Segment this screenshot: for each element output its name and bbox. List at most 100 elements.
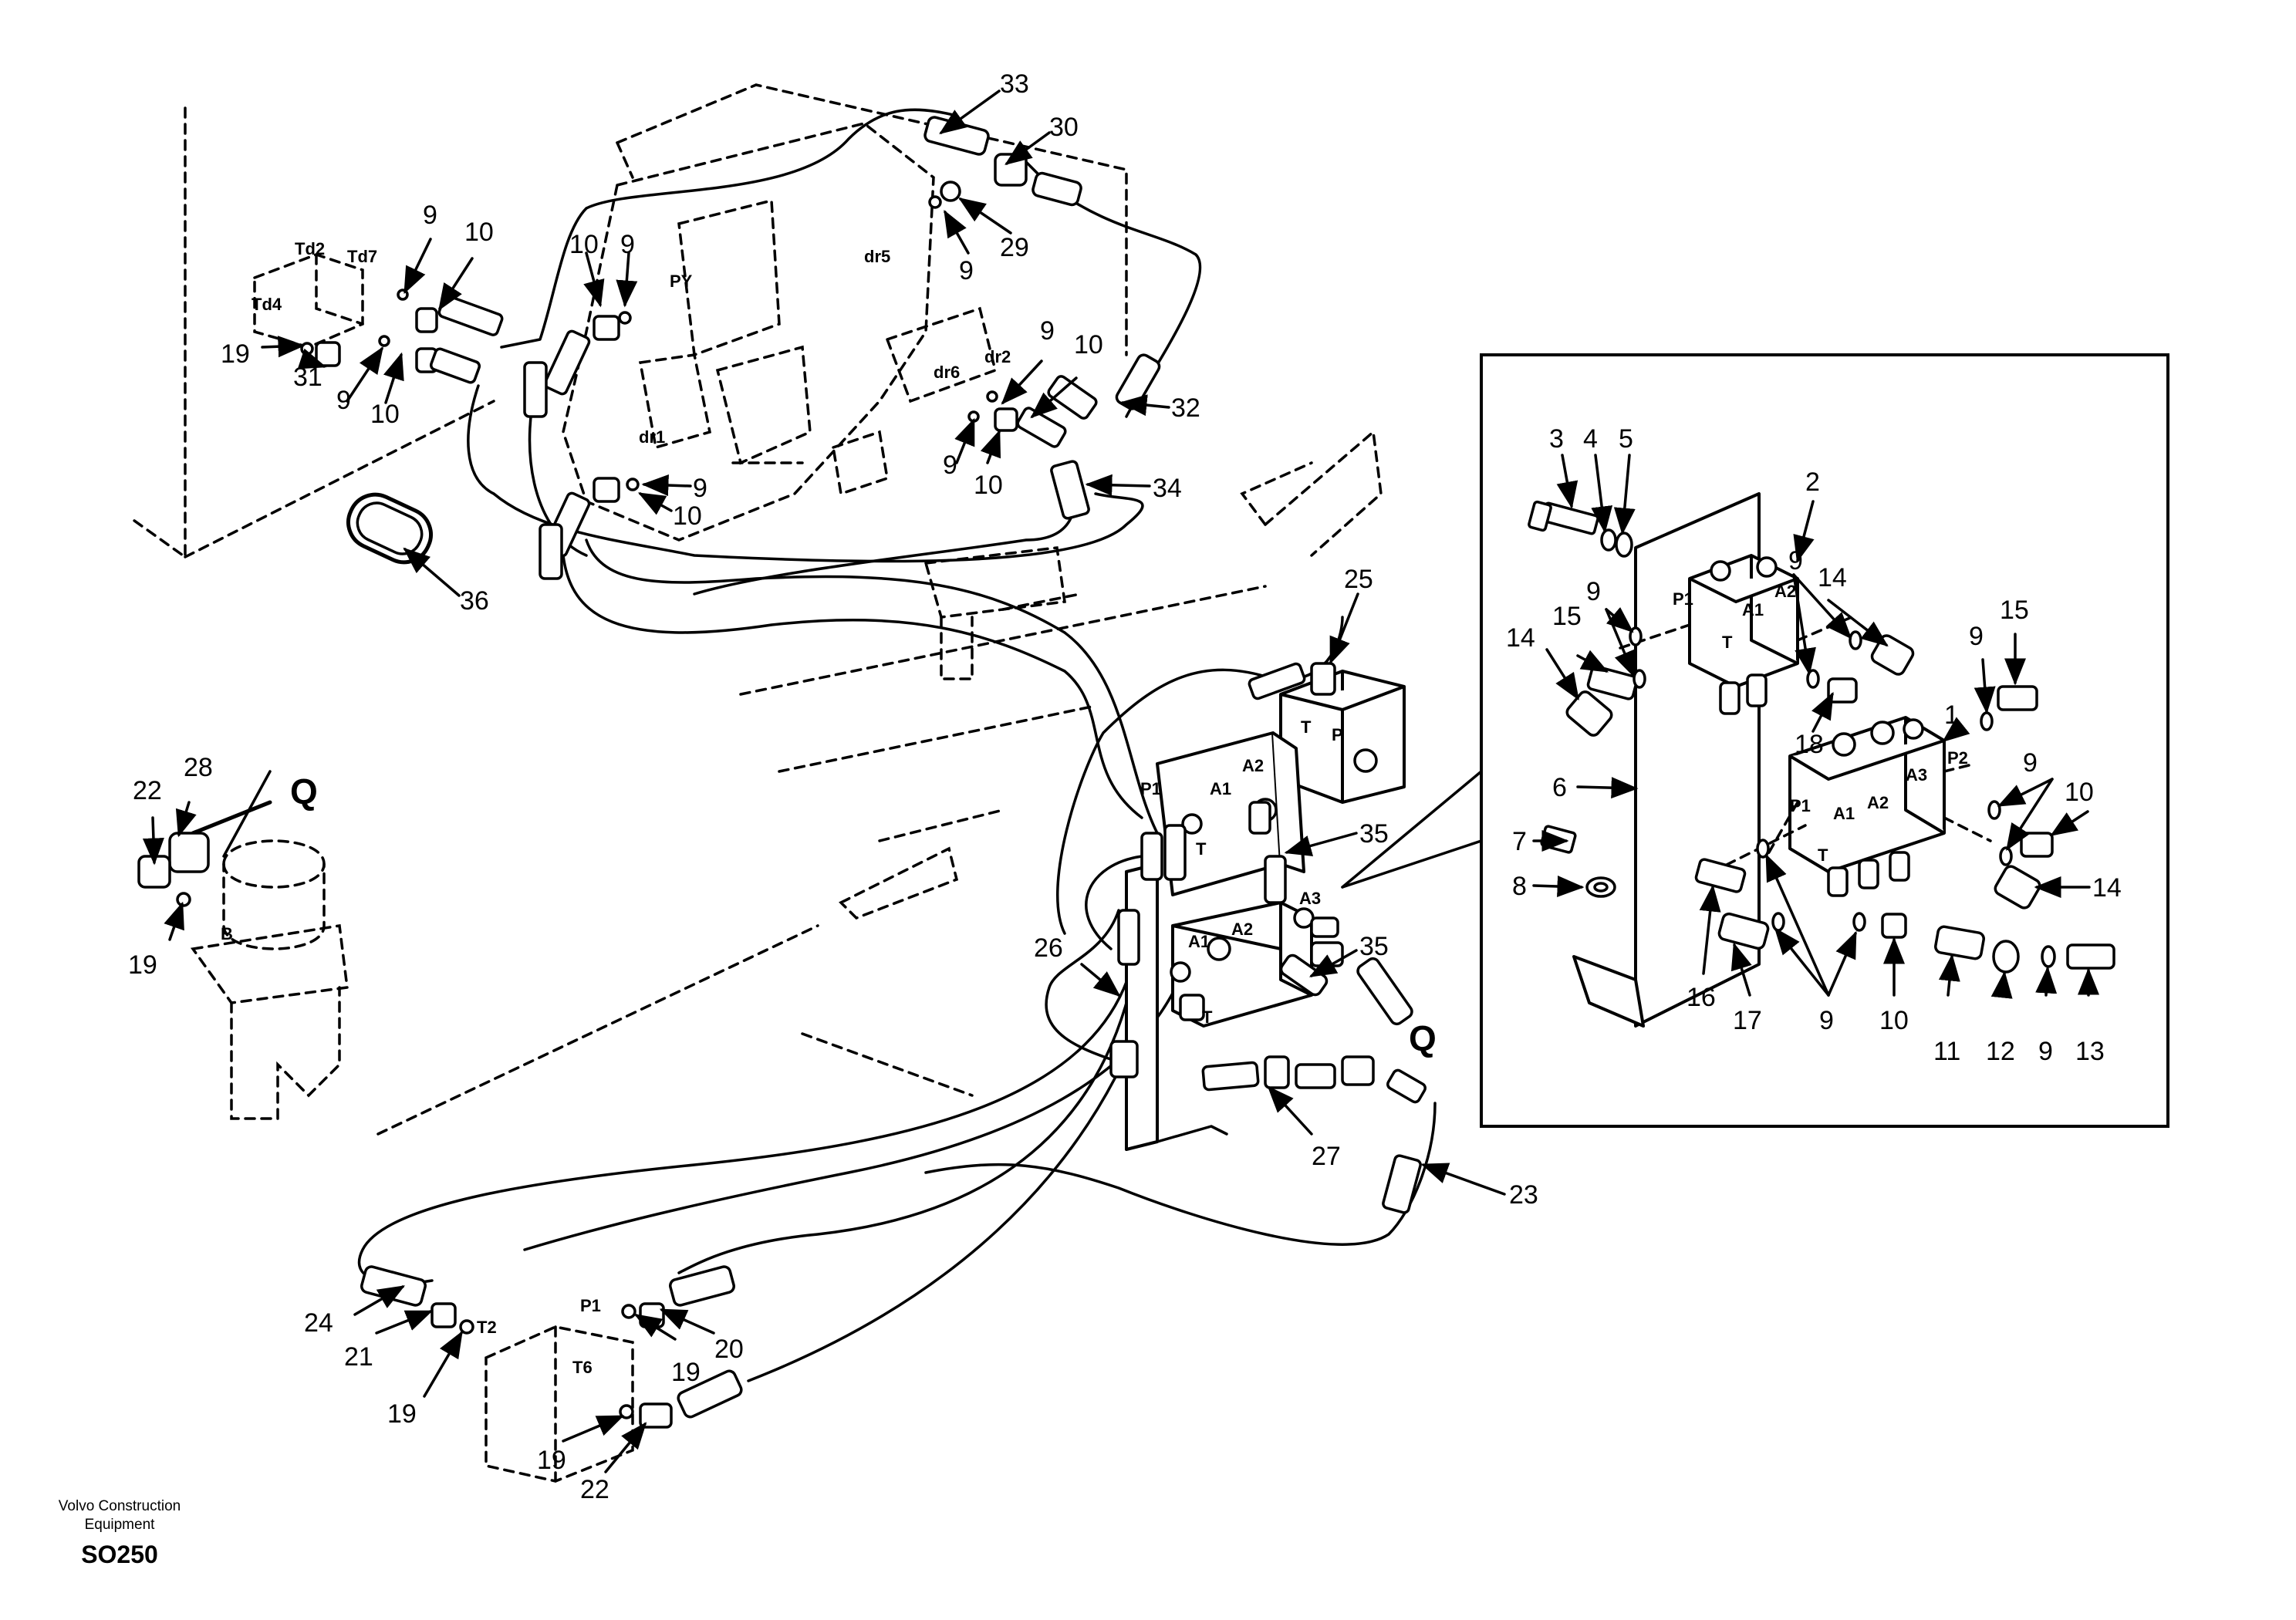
port-label-t-inset-upper: T [1722,633,1733,652]
pilot-valve-q [137,770,349,1120]
part-label-15: 15 [1552,602,1582,631]
part-label-9: 9 [943,451,957,480]
company-name-line1: Volvo Construction [59,1498,181,1514]
part-label-33: 33 [1000,69,1029,99]
port-label-a2-inset-lower: A2 [1867,793,1889,812]
part-label-9: 9 [2038,1037,2053,1066]
port-label-a2-low: A2 [1231,920,1253,939]
part-label-29: 29 [1000,233,1029,262]
drawing-code: SO250 [81,1541,158,1568]
port-label-a1-inset-upper: A1 [1742,600,1764,619]
port-label-td4: Td4 [252,295,282,314]
view-markers: Q Q [290,771,1437,1058]
port-labels: Td2 Td7 Td4 PY dr5 dr6 dr2 dr1 T P P1 A1… [221,239,1968,1377]
part-label-10: 10 [569,230,599,259]
part-label-9: 9 [336,386,351,415]
part-label-18: 18 [1795,730,1824,759]
part-label-22: 22 [580,1475,609,1504]
port-label-a1-inset-lower: A1 [1833,804,1855,823]
port-label-p1: P1 [1140,779,1161,798]
part-label-8: 8 [1512,872,1527,901]
part-label-34: 34 [1153,474,1182,503]
part-label-5: 5 [1619,424,1633,454]
view-marker-q-center: Q [1409,1018,1437,1058]
part-label-26: 26 [1034,933,1063,963]
hoses [357,108,1437,1382]
control-valve [562,122,998,542]
port-label-a1-low: A1 [1188,932,1210,951]
part-label-9: 9 [1969,622,1984,651]
leader-arrows [142,89,2099,1473]
part-label-10: 10 [370,400,400,429]
port-label-b: B [221,924,233,943]
part-label-28: 28 [184,753,213,782]
part-label-11: 11 [1933,1037,1960,1066]
port-label-t-upper: T [1301,717,1312,737]
part-label-31: 31 [293,363,322,392]
port-label-p-upper: P [1332,725,1343,744]
part-label-10: 10 [2065,778,2094,807]
td-manifold [253,253,364,349]
part-label-9: 9 [2023,748,2038,778]
port-label-dr1: dr1 [639,427,665,447]
part-label-14: 14 [2092,873,2122,903]
port-label-t-inset-lower: T [1818,845,1828,865]
part-label-24: 24 [304,1308,333,1338]
part-label-1: 1 [1944,700,1959,730]
port-label-t6: T6 [572,1358,593,1377]
port-label-a3: A3 [1299,889,1321,908]
part-label-19: 19 [671,1358,701,1387]
part-label-10: 10 [1879,1006,1909,1035]
part-label-32: 32 [1171,393,1200,423]
part-label-9: 9 [959,256,974,285]
footer: Volvo Construction Equipment SO250 [59,1498,181,1568]
part-label-20: 20 [714,1335,744,1364]
part-label-35: 35 [1359,932,1389,961]
port-label-a1: A1 [1210,779,1231,798]
part-label-10: 10 [673,501,702,531]
port-label-p1-lower: P1 [580,1296,601,1315]
part-label-35: 35 [1359,819,1389,849]
port-label-py: PY [670,272,693,291]
part-label-12: 12 [1986,1037,2015,1066]
part-label-14: 14 [1506,623,1535,653]
part-label-9: 9 [1586,577,1601,606]
part-label-22: 22 [133,776,162,805]
port-label-t-mid: T [1196,839,1207,859]
detail-inset [1341,353,2169,1128]
part-label-9: 9 [1819,1006,1834,1035]
part-label-6: 6 [1552,773,1567,802]
port-label-dr5: dr5 [864,247,890,266]
port-label-t-low: T [1202,1007,1213,1027]
port-label-dr6: dr6 [934,363,960,382]
part-label-9: 9 [693,474,707,503]
part-label-25: 25 [1344,565,1373,594]
part-label-17: 17 [1733,1006,1762,1035]
part-label-14: 14 [1818,563,1847,592]
part-label-19: 19 [537,1446,566,1475]
background-structure [130,83,1383,1136]
part-label-9: 9 [423,201,437,230]
part-label-21: 21 [344,1342,373,1372]
part-number-labels: 33 30 29 9 9 10 10 9 19 31 9 10 9 10 32 … [128,69,2122,1504]
part-label-19: 19 [128,950,157,980]
part-label-10: 10 [1074,330,1103,359]
solenoid-valve-assembly [1109,662,1427,1214]
port-label-p1-inset-upper: P1 [1673,589,1693,609]
port-label-a2-inset-upper: A2 [1774,582,1796,601]
part-label-7: 7 [1512,827,1527,856]
part-label-19: 19 [221,339,250,369]
part-label-9: 9 [1040,316,1055,346]
part-label-10: 10 [974,471,1003,500]
port-label-td2: Td2 [295,239,325,258]
part-label-9: 9 [620,230,635,259]
part-label-4: 4 [1583,424,1598,454]
company-name-line2: Equipment [85,1517,156,1533]
port-label-a3-inset: A3 [1906,765,1927,785]
part-label-10: 10 [464,218,494,247]
port-label-td7: Td7 [347,247,377,266]
part-label-30: 30 [1049,113,1079,142]
part-label-16: 16 [1687,983,1716,1012]
part-label-27: 27 [1312,1142,1341,1171]
